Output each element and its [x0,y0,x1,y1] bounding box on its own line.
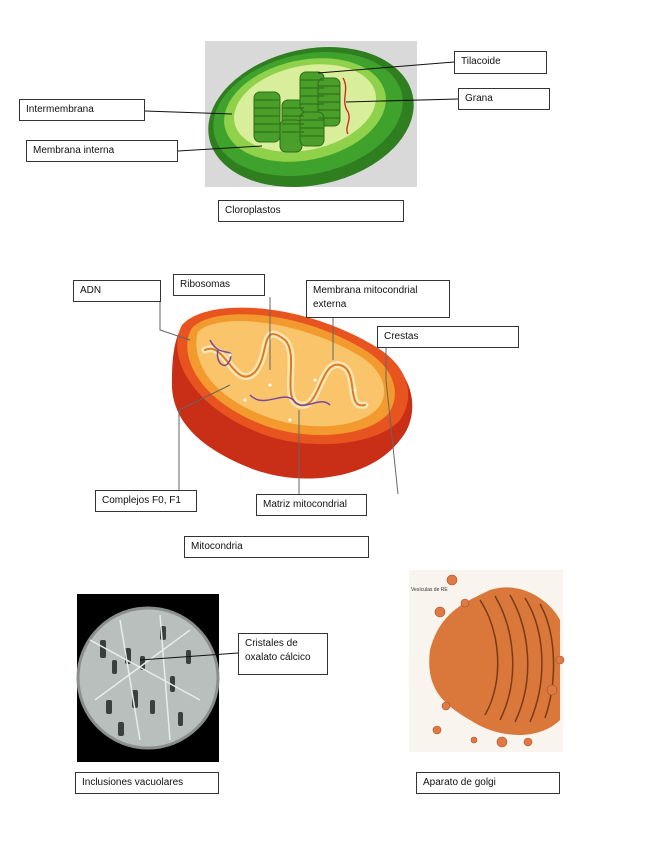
label-vesiculas: Vesículas de RE [411,587,448,593]
label-grana: Grana [458,88,550,110]
caption-cloroplastos: Cloroplastos [218,200,404,222]
caption-inclusiones: Inclusiones vacuolares [75,772,219,794]
label-adn: ADN [73,280,161,302]
label-membrana-interna: Membrana interna [26,140,178,162]
caption-mitocondria: Mitocondria [184,536,369,558]
caption-golgi: Aparato de golgi [416,772,560,794]
label-tilacoide: Tilacoide [454,51,547,74]
label-complejos: Complejos F0, F1 [95,490,197,512]
label-ribosomas: Ribosomas [173,274,265,296]
vacuole-micrograph [76,594,220,762]
mitochondria-leader-lines [159,297,399,495]
label-membrana-externa: Membrana mitocondrial externa [306,280,450,318]
chloroplast-illustration [205,41,417,187]
mitochondria-illustration [171,307,413,479]
chloroplast-leader-lines [144,61,459,152]
label-crestas: Crestas [377,326,519,348]
label-matriz: Matriz mitocondrial [256,494,367,516]
golgi-illustration [409,570,565,752]
vacuole-leader-line [139,652,239,661]
label-cristales: Cristales de oxalato cálcico [238,633,328,675]
label-intermembrana: Intermembrana [19,99,145,121]
